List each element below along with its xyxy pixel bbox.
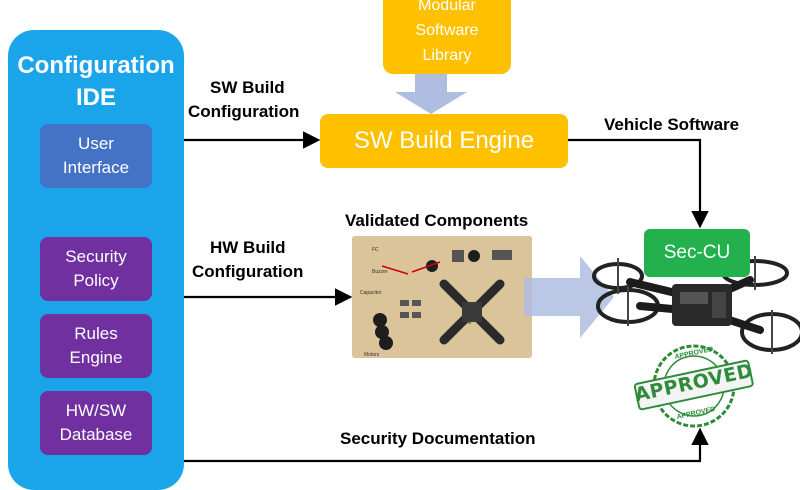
components-to-drone-arrow: [524, 256, 614, 338]
hw-build-line1: HW Build: [210, 238, 286, 257]
security-documentation-label: Security Documentation: [340, 429, 536, 448]
sw-build-engine-label: SW Build Engine: [353, 127, 535, 154]
sw-build-line2: Configuration: [188, 102, 300, 121]
hw-sw-database-line2: Database: [59, 425, 133, 444]
library-line1: Modular: [418, 0, 476, 14]
connectors-layer: [184, 74, 800, 463]
rules-engine-line1: Rules: [74, 324, 118, 343]
sw-build-engine-box: SW Build Engine: [320, 114, 568, 168]
user-interface-line2: Interface: [62, 158, 130, 177]
vehicle-software-arrow: [568, 138, 709, 229]
security-documentation-arrow: [184, 427, 709, 463]
hw-build-configuration-label: HW Build Configuration: [192, 236, 303, 284]
sw-build-configuration-label: SW Build Configuration: [188, 76, 299, 124]
ide-title-line2: IDE: [75, 84, 116, 111]
hw-build-line2: Configuration: [192, 262, 304, 281]
hw-sw-database-box: HW/SW Database: [40, 391, 152, 455]
library-line2: Software: [415, 21, 479, 39]
ide-title-line1: Configuration: [17, 52, 175, 79]
vehicle-software-label: Vehicle Software: [604, 115, 740, 134]
security-policy-line1: Security: [65, 247, 127, 266]
library-to-engine-arrow: [395, 74, 467, 114]
svg-text:Frame: Frame: [457, 320, 472, 326]
rules-engine-line2: Engine: [69, 348, 123, 367]
validated-components-label: Validated Components: [345, 211, 529, 230]
svg-text:Motors: Motors: [364, 352, 380, 358]
sec-cu-box: Sec-CU: [644, 229, 750, 277]
hw-sw-database-line1: HW/SW: [65, 401, 127, 420]
ide-title: Configuration IDE: [8, 50, 184, 114]
sw-build-line1: SW Build: [210, 78, 285, 97]
svg-text:FC: FC: [372, 247, 379, 253]
svg-text:Capacitor: Capacitor: [360, 290, 382, 296]
security-policy-line2: Policy: [73, 271, 119, 290]
library-line3: Library: [422, 46, 472, 64]
sec-cu-label: Sec-CU: [663, 242, 731, 263]
approved-stamp-icon: [633, 344, 754, 428]
svg-text:Buzzer: Buzzer: [372, 269, 388, 275]
user-interface-line1: User: [78, 134, 114, 153]
